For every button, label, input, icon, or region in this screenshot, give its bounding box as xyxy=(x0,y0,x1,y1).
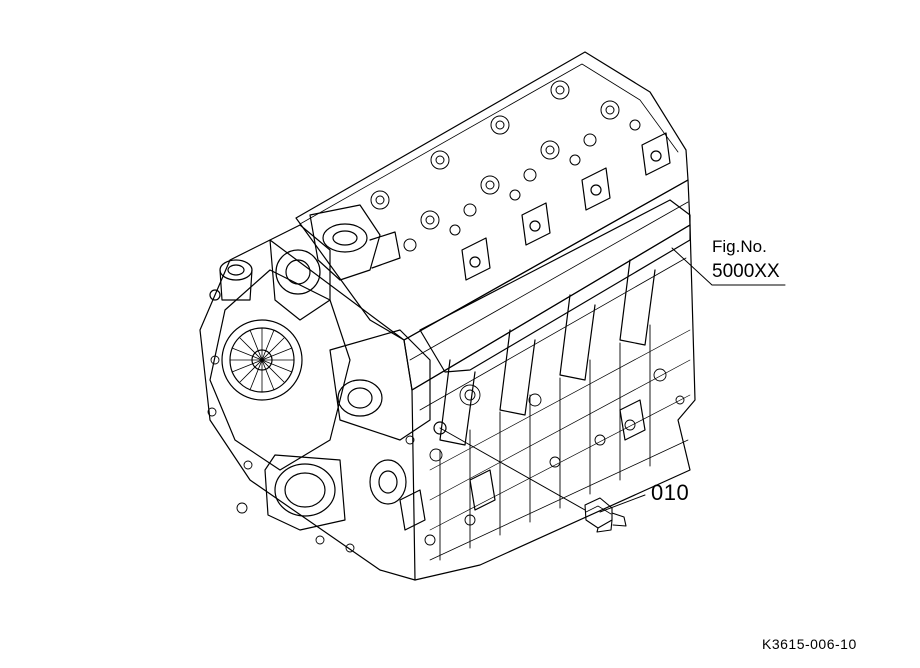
figure-number: 5000XX xyxy=(712,261,780,282)
engine-block-drawing-icon xyxy=(199,51,696,581)
callout-part-number: 010 xyxy=(651,480,690,505)
drawing-code: K3615-006-10 xyxy=(762,636,857,652)
sensor-part-drawing-icon xyxy=(584,497,627,533)
figure-title: Fig.No. xyxy=(712,237,767,256)
leader-lines xyxy=(439,247,786,513)
